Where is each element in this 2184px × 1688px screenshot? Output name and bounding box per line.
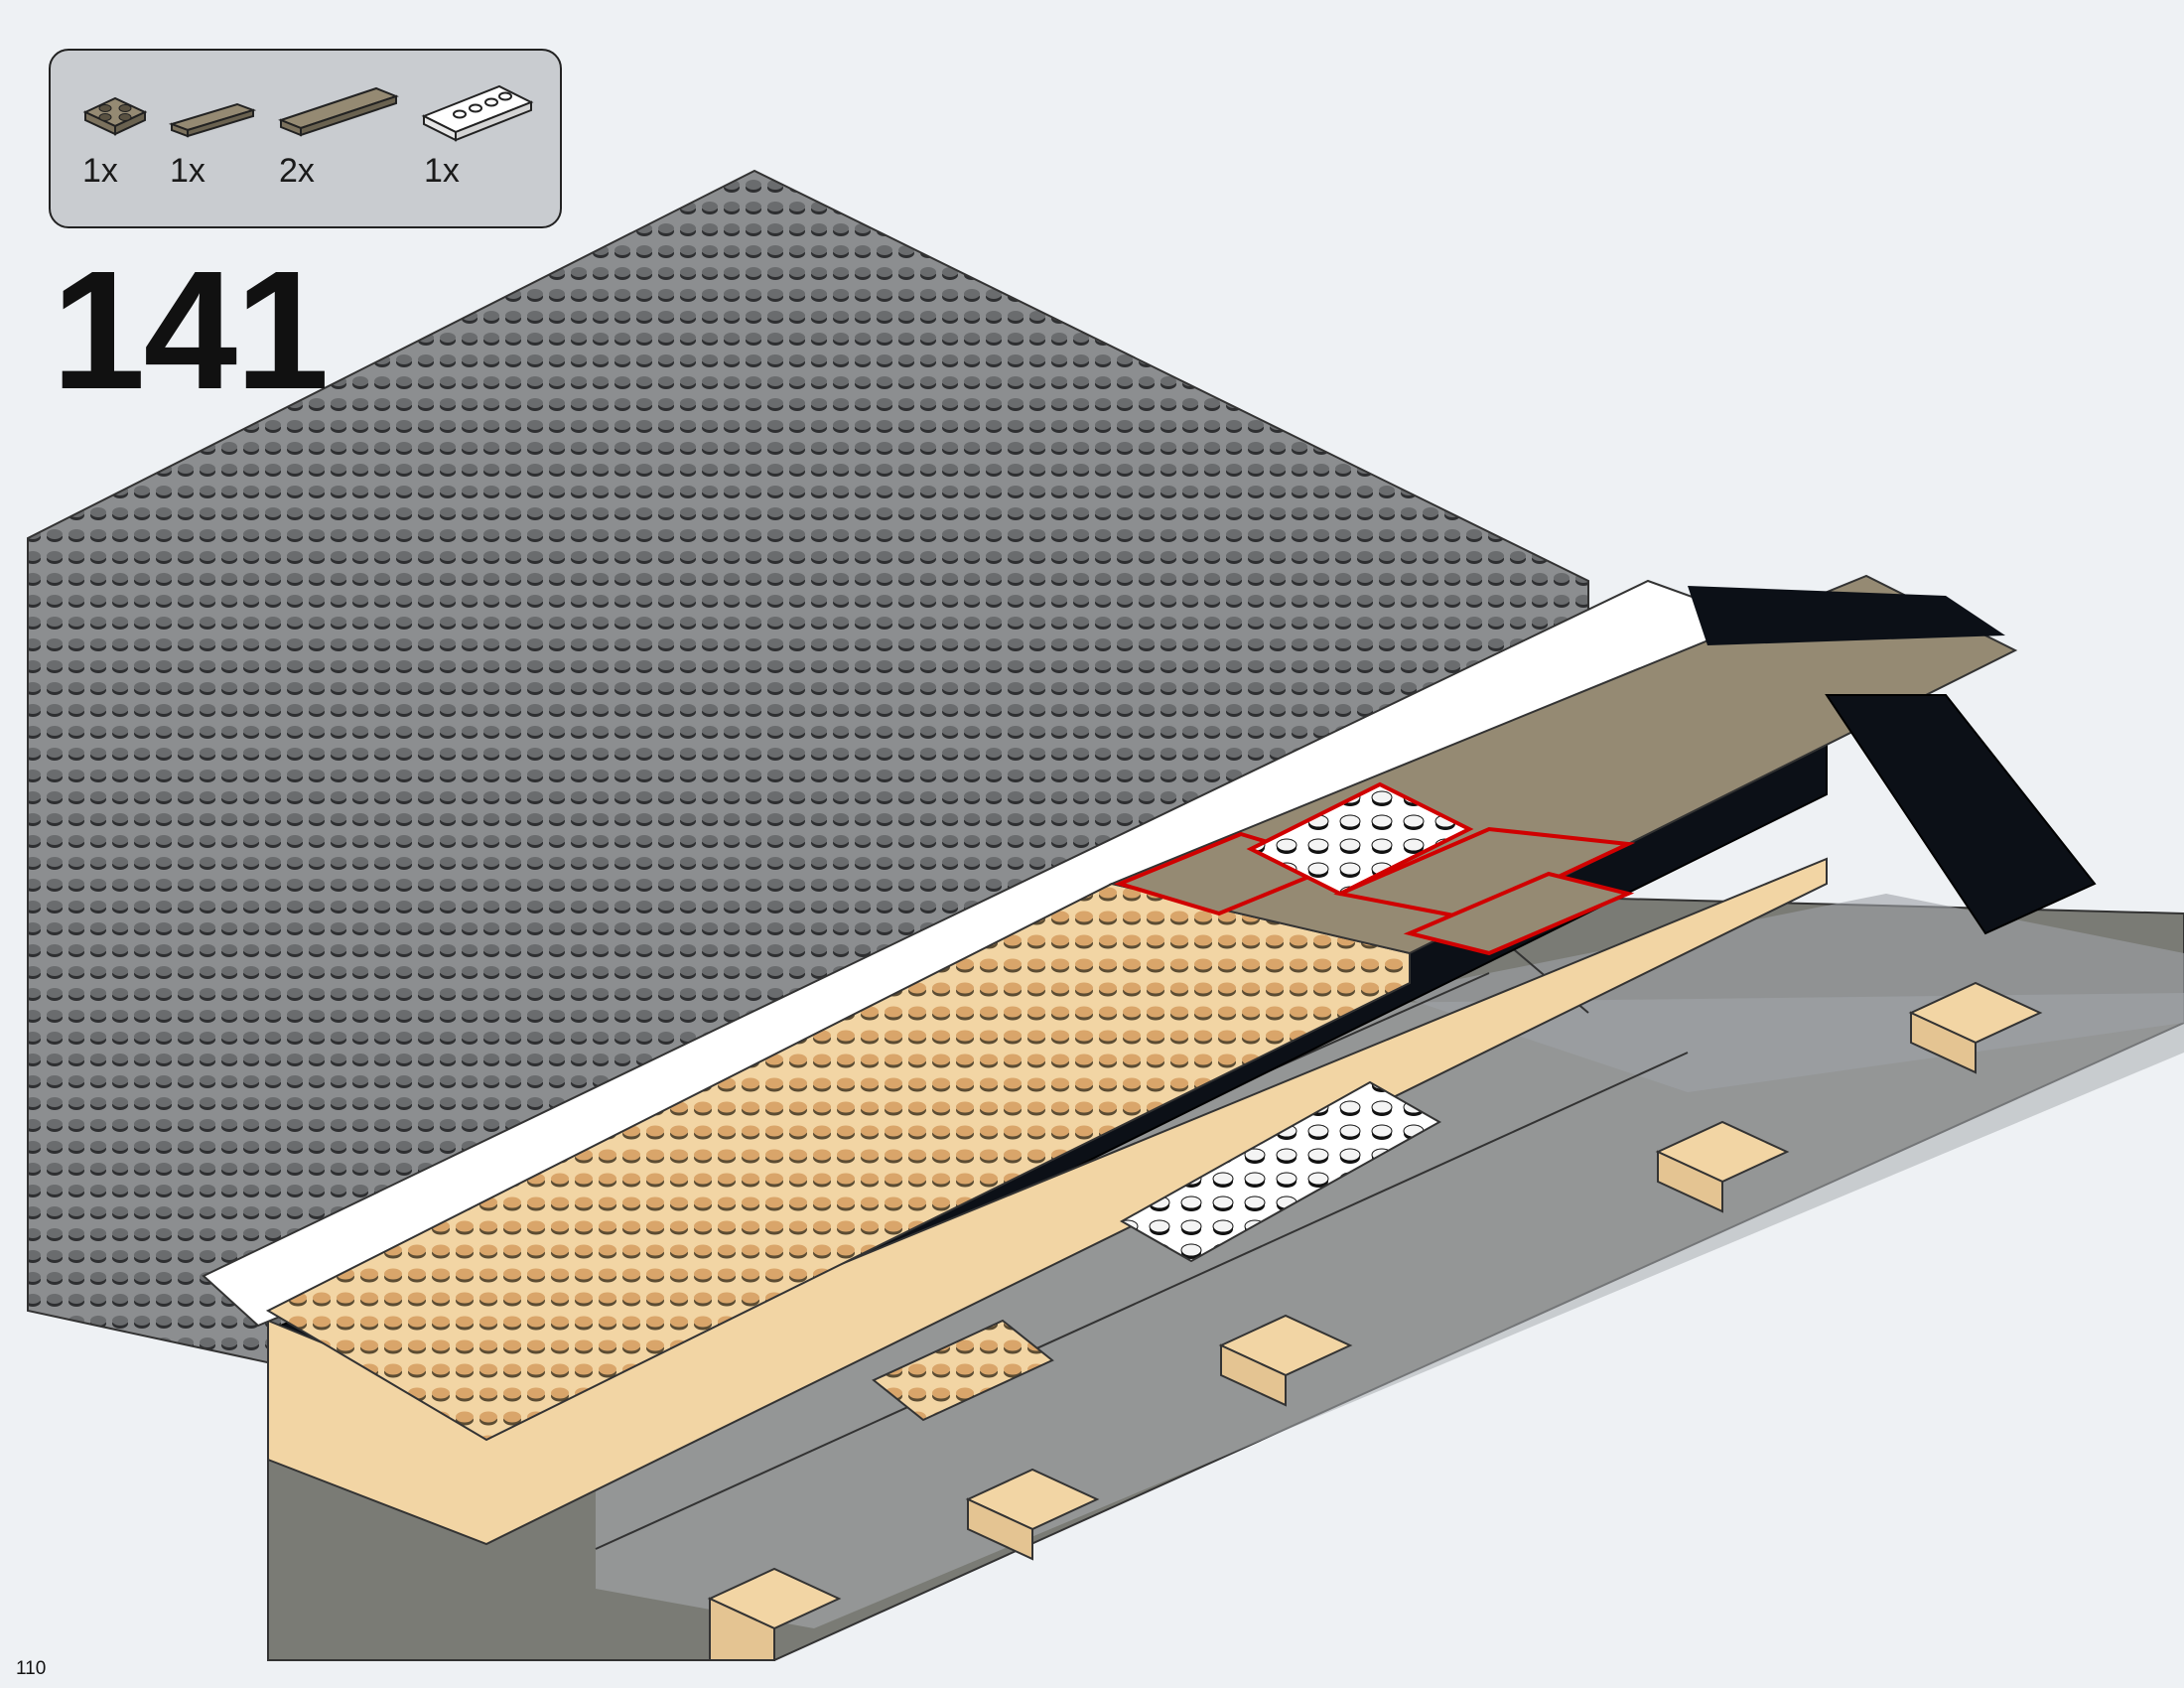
tan-tile-1x6-icon: [278, 86, 399, 137]
new-part-white-plate: [1246, 781, 1474, 897]
part-qty-1: 1x: [82, 152, 118, 190]
tan-plate-2x2-icon: [82, 96, 148, 136]
part-qty-4: 1x: [424, 152, 460, 190]
tan-platform-top: [265, 882, 1411, 1442]
page-number: 110: [16, 1658, 47, 1679]
new-part-tan-tile-2: [1403, 871, 1635, 956]
tan-tile-1x4-icon: [168, 102, 257, 138]
white-floor-plate: [1119, 1080, 1442, 1263]
part-qty-3: 2x: [279, 152, 315, 190]
parts-callout: 1x 1x 2x 1x: [49, 49, 562, 228]
tan-floor-plate: [872, 1319, 1054, 1422]
step-number: 141: [52, 236, 330, 425]
tan-bricks: [707, 981, 2043, 1661]
new-part-tan-plate: [1333, 826, 1636, 921]
black-ramp: [1825, 694, 2097, 935]
white-plate-2x4-icon: [421, 84, 534, 142]
part-qty-2: 1x: [170, 152, 205, 190]
